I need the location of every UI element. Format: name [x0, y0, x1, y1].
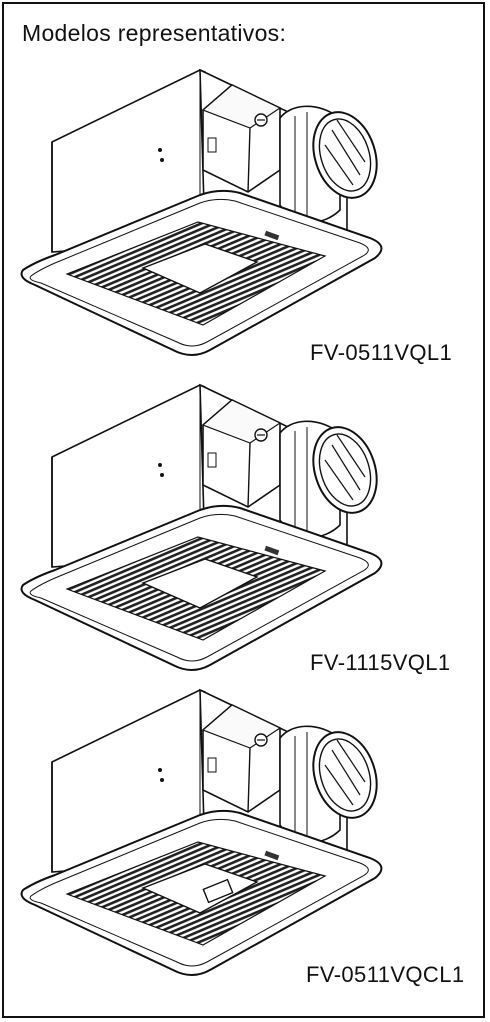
section-heading: Modelos representativos:: [22, 20, 287, 46]
document-frame: [2, 2, 485, 1018]
fan-illustration-1: [0, 60, 490, 380]
model-label-3: FV-0511VQCL1: [306, 962, 465, 987]
ceiling-fan-icon: [20, 384, 389, 671]
fan-illustration-2: [0, 370, 490, 690]
ceiling-fan-icon: [20, 689, 389, 976]
model-label-1: FV-0511VQL1: [310, 340, 453, 365]
model-label-2: FV-1115VQL1: [310, 650, 451, 675]
ceiling-fan-icon: [20, 69, 389, 356]
fan-illustration-3: [0, 680, 490, 1000]
